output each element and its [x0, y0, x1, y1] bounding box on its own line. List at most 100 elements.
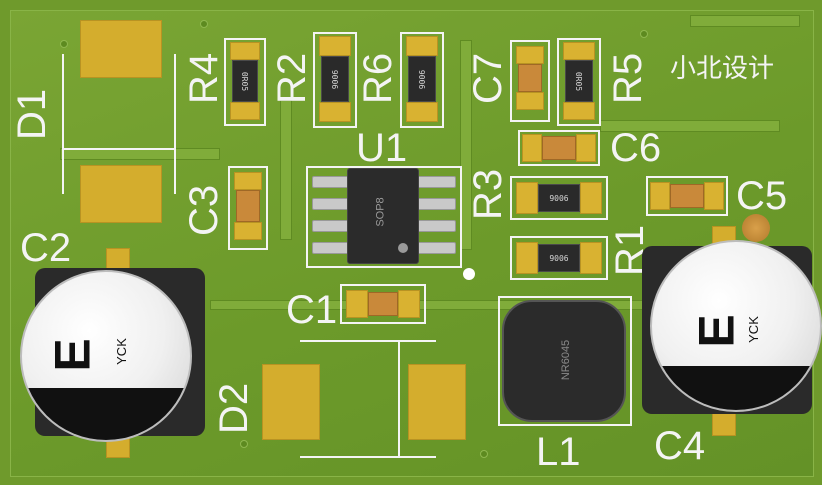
- l1-label: L1: [536, 430, 581, 474]
- c7-outline: [510, 40, 550, 122]
- u1-orientation-dot: [463, 268, 475, 280]
- u1-pin: [312, 242, 352, 254]
- trace: [280, 100, 292, 240]
- trace: [690, 15, 800, 27]
- d2-pad: [408, 364, 466, 440]
- c6-body: [542, 136, 576, 160]
- c3-pad: [234, 172, 262, 190]
- via: [200, 20, 208, 28]
- r6-outline: [400, 32, 444, 128]
- c3-pad: [234, 222, 262, 240]
- r5-label: R5: [606, 52, 650, 104]
- d1-label: D1: [10, 88, 54, 140]
- d2-outline: [300, 340, 436, 458]
- via: [60, 40, 68, 48]
- c3-body: [236, 190, 260, 222]
- c3-outline: [228, 166, 268, 250]
- c6-outline: [518, 130, 600, 166]
- r4-outline: [224, 38, 266, 126]
- u1-pin: [416, 242, 456, 254]
- c5-label: C5: [736, 174, 788, 218]
- d2-cathode-line: [398, 340, 400, 458]
- r2-pad: [319, 36, 351, 56]
- c1-body: [368, 292, 398, 316]
- c2-letter: E: [44, 338, 101, 372]
- l1-part-marking: NR6045: [560, 339, 573, 381]
- r2-outline: [313, 32, 357, 128]
- r1-outline: [510, 236, 608, 280]
- r5-pad: [563, 102, 595, 120]
- trace: [210, 300, 670, 310]
- c4-polarity-stripe: [652, 366, 820, 410]
- c1-outline: [340, 284, 426, 324]
- r4-pad: [230, 102, 260, 120]
- u1-pin1-dot: [398, 243, 408, 253]
- c1-pad: [398, 290, 420, 318]
- c5-pad: [650, 182, 670, 210]
- c7-pad: [516, 92, 544, 110]
- d2-pad: [262, 364, 320, 440]
- u1-pin: [312, 176, 352, 188]
- c4-brand: YCK: [745, 316, 761, 343]
- r3-pad: [516, 182, 538, 214]
- c2-polarity-stripe: [22, 388, 190, 440]
- l1-body: [502, 300, 626, 422]
- trace: [600, 120, 780, 132]
- u1-pin: [416, 198, 456, 210]
- r1-body: 9006: [538, 244, 580, 272]
- r6-pad: [406, 36, 438, 56]
- c5-outline: [646, 176, 728, 216]
- d1-cathode-line: [62, 148, 174, 150]
- via: [640, 30, 648, 38]
- u1-outline: [306, 166, 462, 268]
- via: [240, 440, 248, 448]
- r5-pad: [563, 42, 595, 60]
- l1-outline: [498, 296, 632, 426]
- c3-label: C3: [182, 184, 226, 236]
- c4-label: C4: [654, 424, 706, 468]
- c1-label: C1: [286, 288, 338, 332]
- r3-pad: [580, 182, 602, 214]
- r1-pad: [580, 242, 602, 274]
- c4-letter: E: [688, 314, 745, 348]
- c2-label: C2: [20, 226, 72, 270]
- c5-body: [670, 184, 704, 208]
- c4-can: [650, 240, 822, 412]
- d1-pad-top: [80, 20, 162, 78]
- u1-package-marking: SOP8: [374, 197, 387, 227]
- u1-label: U1: [356, 126, 408, 170]
- r1-pad: [516, 242, 538, 274]
- r3-outline: [510, 176, 608, 220]
- r5-body: 0R05: [565, 60, 593, 102]
- r2-body: 9006: [321, 56, 349, 102]
- c2-can: [20, 270, 192, 442]
- r5-outline: [557, 38, 601, 126]
- trace: [460, 40, 472, 250]
- u1-pin: [416, 220, 456, 232]
- c7-body: [518, 64, 542, 92]
- r4-label: R4: [182, 52, 226, 104]
- r4-pad: [230, 42, 260, 60]
- c1-pad: [346, 290, 368, 318]
- r3-label: R3: [466, 168, 510, 220]
- r6-pad: [406, 102, 438, 122]
- r6-label: R6: [356, 52, 400, 104]
- r2-pad: [319, 102, 351, 122]
- u1-pin: [312, 220, 352, 232]
- r4-body: 0R05: [232, 60, 258, 102]
- d2-label: D2: [212, 382, 256, 434]
- d1-pad-bottom: [80, 165, 162, 223]
- c2-brand: YCK: [113, 338, 129, 365]
- r6-body: 9006: [408, 56, 436, 102]
- c6-label: C6: [610, 126, 662, 170]
- test-point: [742, 214, 770, 242]
- u1-pin: [312, 198, 352, 210]
- r2-label: R2: [270, 52, 314, 104]
- trace: [60, 148, 220, 160]
- c6-pad: [522, 134, 542, 162]
- via: [480, 450, 488, 458]
- u1-pin: [416, 176, 456, 188]
- c7-label: C7: [466, 52, 510, 104]
- d1-outline: [62, 54, 176, 194]
- board-title: 小北设计: [670, 54, 775, 84]
